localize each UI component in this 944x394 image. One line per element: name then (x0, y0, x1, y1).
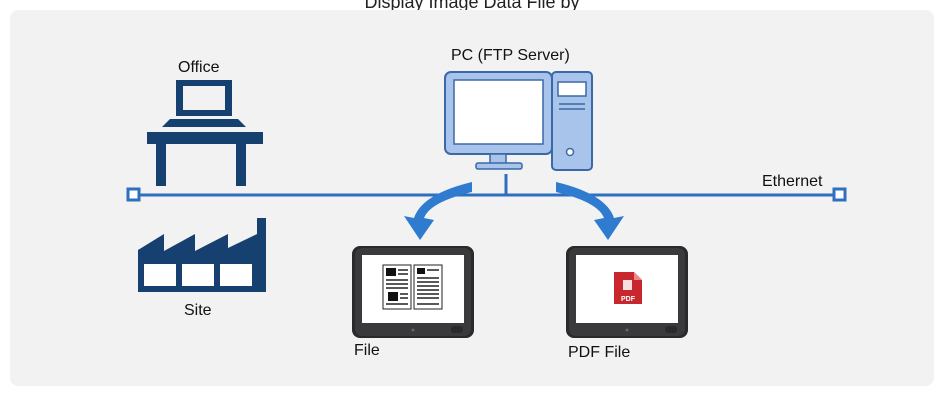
panel-pdf-icon: PDF (566, 246, 688, 338)
office-icon (147, 80, 263, 186)
panel-file-icon (352, 246, 474, 338)
pdf-file-label: PDF File (568, 344, 631, 361)
ethernet-label: Ethernet (762, 173, 823, 190)
pdf-badge-text: PDF (621, 296, 636, 303)
header-text: Display Image Data File by (364, 0, 580, 12)
diagram-panel: PDF Office PC (FTP Server) Ethernet Site… (10, 10, 934, 386)
transfer-arrows (404, 182, 624, 240)
file-label: File (354, 342, 380, 359)
network-diagram: PDF (126, 71, 847, 338)
pc-icon (444, 71, 593, 171)
ethernet-line (126, 174, 847, 202)
office-label: Office (178, 59, 220, 76)
pc-label: PC (FTP Server) (451, 47, 570, 64)
site-label: Site (184, 302, 212, 319)
factory-icon (138, 218, 266, 292)
